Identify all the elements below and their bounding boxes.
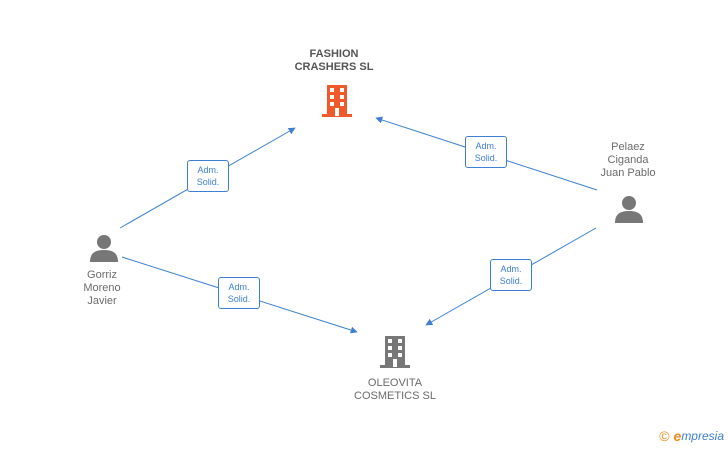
relation-line1: Adm. bbox=[475, 141, 497, 151]
relation-line1: Adm. bbox=[228, 282, 250, 292]
person-name-line1: Gorriz bbox=[87, 269, 117, 281]
person-name-line1: Pelaez bbox=[611, 141, 645, 153]
person-name-line3: Juan Pablo bbox=[600, 167, 656, 179]
brand-logo-text: mpresia bbox=[681, 429, 724, 443]
building-icon[interactable] bbox=[321, 84, 353, 118]
relation-badge[interactable]: Adm. Solid. bbox=[490, 259, 532, 291]
person-name-line2: Ciganda bbox=[607, 154, 649, 166]
company-name-line2: COSMETICS SL bbox=[354, 390, 436, 402]
relation-badge[interactable]: Adm. Solid. bbox=[218, 277, 260, 309]
relation-badge[interactable]: Adm. Solid. bbox=[187, 160, 229, 192]
company-label-oleovita[interactable]: OLEOVITA COSMETICS SL bbox=[345, 377, 445, 403]
company-label-fashion[interactable]: FASHION CRASHERS SL bbox=[284, 48, 384, 74]
company-name-line2: CRASHERS SL bbox=[294, 61, 374, 73]
person-label-pelaez[interactable]: Pelaez Ciganda Juan Pablo bbox=[588, 141, 668, 180]
relation-line1: Adm. bbox=[197, 165, 219, 175]
copyright-icon: © bbox=[659, 428, 670, 444]
relation-badge[interactable]: Adm. Solid. bbox=[465, 136, 507, 168]
empresia-footer[interactable]: © e mpresia bbox=[659, 428, 724, 444]
person-icon[interactable] bbox=[89, 233, 119, 263]
relation-line2: Solid. bbox=[196, 177, 220, 187]
person-icon[interactable] bbox=[614, 194, 644, 224]
relation-line1: Adm. bbox=[500, 264, 522, 274]
person-name-line2: Moreno bbox=[83, 282, 121, 294]
company-name-line1: OLEOVITA bbox=[367, 377, 423, 389]
relation-line2: Solid. bbox=[499, 276, 523, 286]
relation-line2: Solid. bbox=[227, 294, 251, 304]
building-icon[interactable] bbox=[379, 335, 411, 369]
person-label-gorriz[interactable]: Gorriz Moreno Javier bbox=[62, 269, 142, 308]
relation-line2: Solid. bbox=[474, 153, 498, 163]
person-name-line3: Javier bbox=[87, 295, 117, 307]
brand-logo-e: e bbox=[673, 428, 682, 444]
company-name-line1: FASHION bbox=[309, 48, 359, 60]
